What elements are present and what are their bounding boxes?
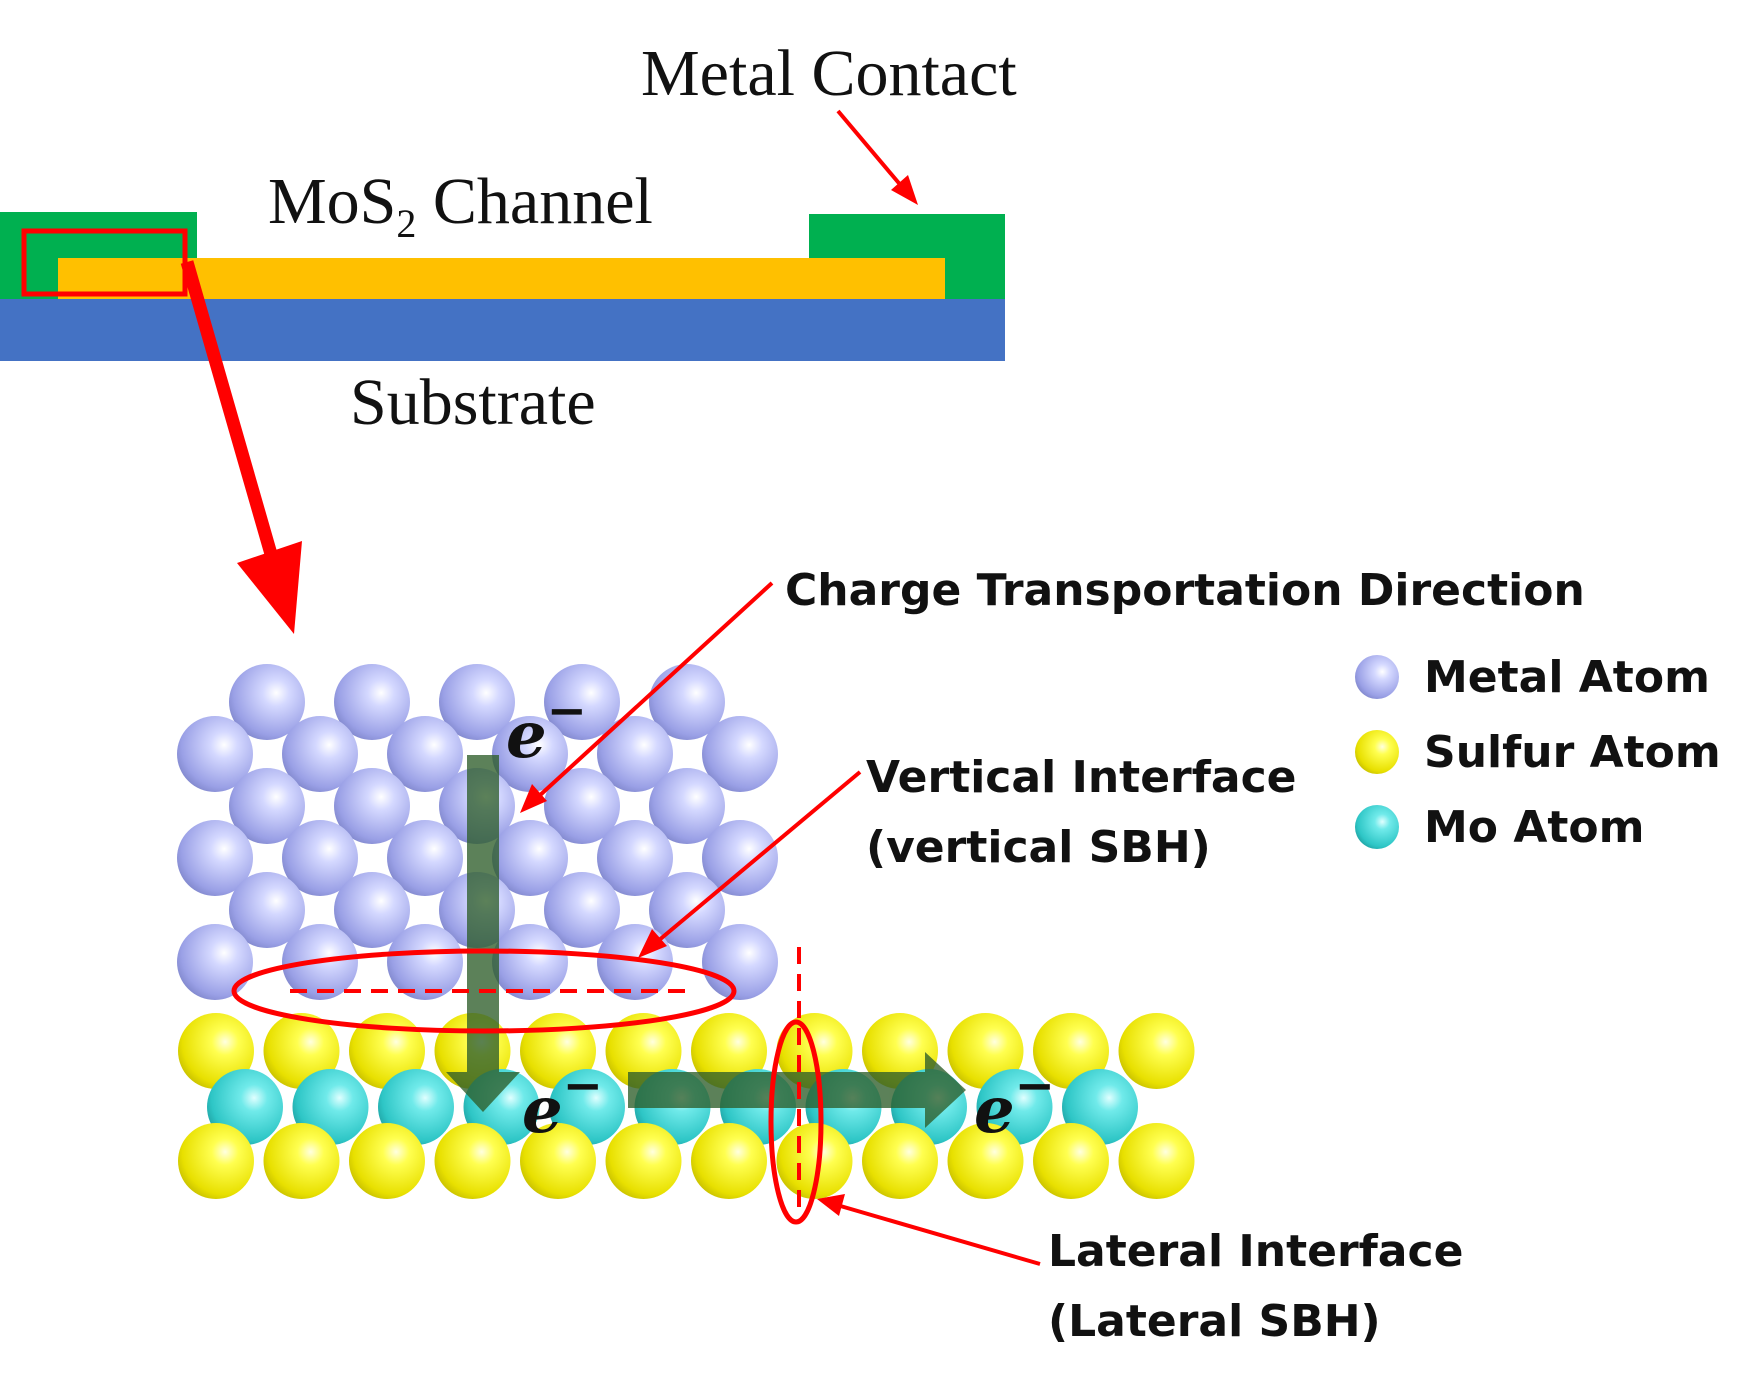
sulfur-atom — [263, 1013, 340, 1089]
legend-label: Metal Atom — [1424, 652, 1710, 703]
metal-atom — [229, 664, 305, 740]
lateral-interface-pointer — [817, 1194, 1041, 1266]
sulfur-atom — [691, 1013, 767, 1089]
mos2-channel-layer — [58, 258, 945, 299]
metal-atom — [492, 716, 568, 792]
metal-atom — [177, 716, 253, 792]
metal-atom — [702, 820, 778, 896]
metal-atom — [649, 768, 725, 844]
metal-atom — [544, 872, 620, 948]
metal-atom — [544, 768, 620, 844]
channel-label: MoS2 Channel — [268, 165, 653, 246]
vertical-interface-pointer — [638, 770, 862, 958]
sulfur-atom — [1033, 1013, 1109, 1089]
atom-lattice — [177, 664, 1195, 1199]
sulfur-atom — [434, 1123, 511, 1199]
substrate-layer — [0, 299, 1005, 361]
vertical-transport-arrow — [446, 755, 520, 1112]
lateral-interface-marker — [768, 947, 824, 1225]
metal-atom — [597, 716, 673, 792]
electron-label-top: e− — [506, 683, 587, 773]
lateral-transport-arrow — [628, 1052, 966, 1128]
legend-swatch — [1355, 805, 1399, 849]
sulfur-atom — [349, 1013, 425, 1089]
sulfur-atom — [178, 1013, 254, 1089]
metal-atom — [649, 664, 725, 740]
legend-swatch — [1355, 730, 1399, 774]
vertical-interface-label-line2: (vertical SBH) — [866, 822, 1211, 873]
sulfur-atom — [862, 1013, 938, 1089]
sulfur-atom — [605, 1013, 682, 1089]
legend-item-sulfur-atom: Sulfur Atom — [1355, 727, 1721, 778]
metal-atom — [387, 924, 463, 1000]
electron-label-middle: e− — [522, 1058, 603, 1148]
metal-atom — [229, 768, 305, 844]
legend-label: Mo Atom — [1424, 802, 1645, 853]
metal-atom — [702, 924, 778, 1000]
metal-atom — [649, 872, 725, 948]
zoom-highlight-box — [21, 228, 188, 297]
legend-item-metal-atom: Metal Atom — [1355, 652, 1710, 703]
sulfur-atom — [1118, 1123, 1195, 1199]
charge-direction-label: Charge Transportation Direction — [785, 565, 1585, 616]
sulfur-atom — [520, 1123, 596, 1199]
legend-label: Sulfur Atom — [1424, 727, 1721, 778]
vertical-interface-marker — [231, 948, 737, 1034]
vertical-interface-label-line1: Vertical Interface — [866, 752, 1297, 803]
metal-atom — [387, 820, 463, 896]
metal-atom — [702, 716, 778, 792]
sulfur-atom — [947, 1123, 1024, 1199]
metal-atom — [597, 820, 673, 896]
metal-contact-label: Metal Contact — [641, 37, 1017, 110]
metal-atom — [492, 820, 568, 896]
sulfur-atom — [178, 1123, 254, 1199]
metal-contact-pointer-arrow — [836, 109, 918, 205]
metal-atom — [334, 768, 410, 844]
device-cross-section — [0, 212, 1005, 361]
electron-label-right: e− — [974, 1058, 1055, 1148]
metal-atom — [334, 872, 410, 948]
sulfur-atom — [1118, 1013, 1195, 1089]
lateral-interface-label-line1: Lateral Interface — [1048, 1226, 1463, 1277]
legend-swatch — [1355, 655, 1399, 699]
legend: Metal Atom Sulfur Atom Mo Atom — [1355, 652, 1721, 853]
charge-direction-pointer — [520, 581, 774, 813]
metal-atom — [387, 716, 463, 792]
sulfur-atom — [605, 1123, 682, 1199]
sulfur-atom — [1033, 1123, 1109, 1199]
legend-item-mo-atom: Mo Atom — [1355, 802, 1645, 853]
lateral-interface-label-line2: (Lateral SBH) — [1048, 1296, 1381, 1347]
sulfur-atom — [862, 1123, 938, 1199]
metal-atom — [544, 664, 620, 740]
sulfur-atom — [263, 1123, 340, 1199]
sulfur-atom — [349, 1123, 425, 1199]
metal-atom — [439, 664, 515, 740]
metal-atom — [334, 664, 410, 740]
metal-atom — [282, 820, 358, 896]
metal-atom — [229, 872, 305, 948]
metal-atom — [282, 716, 358, 792]
metal-atom — [492, 924, 568, 1000]
charge-transport-arrows — [446, 755, 966, 1128]
metal-atom — [177, 820, 253, 896]
sulfur-atom — [776, 1123, 853, 1199]
sulfur-atom — [691, 1123, 767, 1199]
zoom-arrow — [180, 260, 302, 634]
sulfur-atom — [947, 1013, 1024, 1089]
metal-atom — [177, 924, 253, 1000]
substrate-label: Substrate — [350, 366, 596, 439]
